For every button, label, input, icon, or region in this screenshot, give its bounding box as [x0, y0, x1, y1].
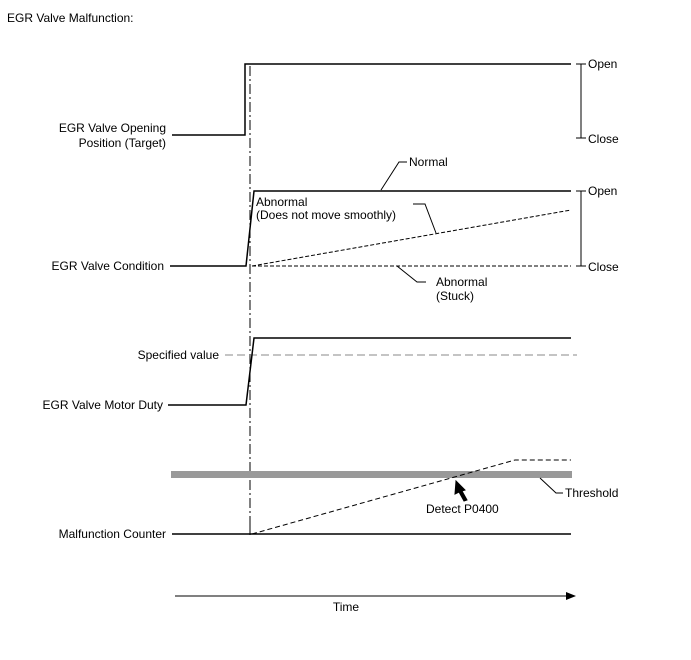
normal-leader-line — [380, 161, 407, 191]
detect-arrow-icon — [454, 479, 468, 502]
threshold-bar — [171, 471, 572, 478]
target-signal-line — [172, 63, 571, 136]
duty-label: EGR Valve Motor Duty — [43, 398, 163, 412]
duty-signal-line — [168, 337, 571, 406]
detect-annotation: Detect P0400 — [426, 502, 499, 516]
counter-ramp-line — [251, 459, 571, 535]
abnormal-smooth-label-line2: (Does not move smoothly) — [256, 208, 396, 222]
specified-value-label: Specified value — [138, 348, 220, 362]
abnormal-smooth-label-line1: Abnormal — [256, 195, 307, 209]
target-label-line1: EGR Valve Opening — [59, 121, 166, 135]
time-axis-label: Time — [333, 600, 360, 614]
threshold-leader-line — [539, 477, 563, 494]
scale-mid-open-label: Open — [588, 184, 617, 198]
abnormal-stuck-label-line2: (Stuck) — [436, 289, 474, 303]
condition-label: EGR Valve Condition — [52, 259, 165, 273]
abnormal-stuck-label-line1: Abnormal — [436, 275, 487, 289]
diagram-title: EGR Valve Malfunction: — [7, 11, 134, 25]
counter-label: Malfunction Counter — [59, 527, 166, 541]
condition-normal-line — [170, 190, 571, 267]
target-label-line2: Position (Target) — [79, 136, 166, 150]
abnormal-smooth-leader-line — [413, 203, 437, 234]
scale-top-close-label: Close — [588, 132, 619, 146]
normal-annotation: Normal — [409, 155, 448, 169]
abnormal-stuck-leader-line — [396, 265, 426, 283]
scale-mid-close-label: Close — [588, 260, 619, 274]
scale-top-open-label: Open — [588, 57, 617, 71]
threshold-annotation: Threshold — [565, 486, 618, 500]
